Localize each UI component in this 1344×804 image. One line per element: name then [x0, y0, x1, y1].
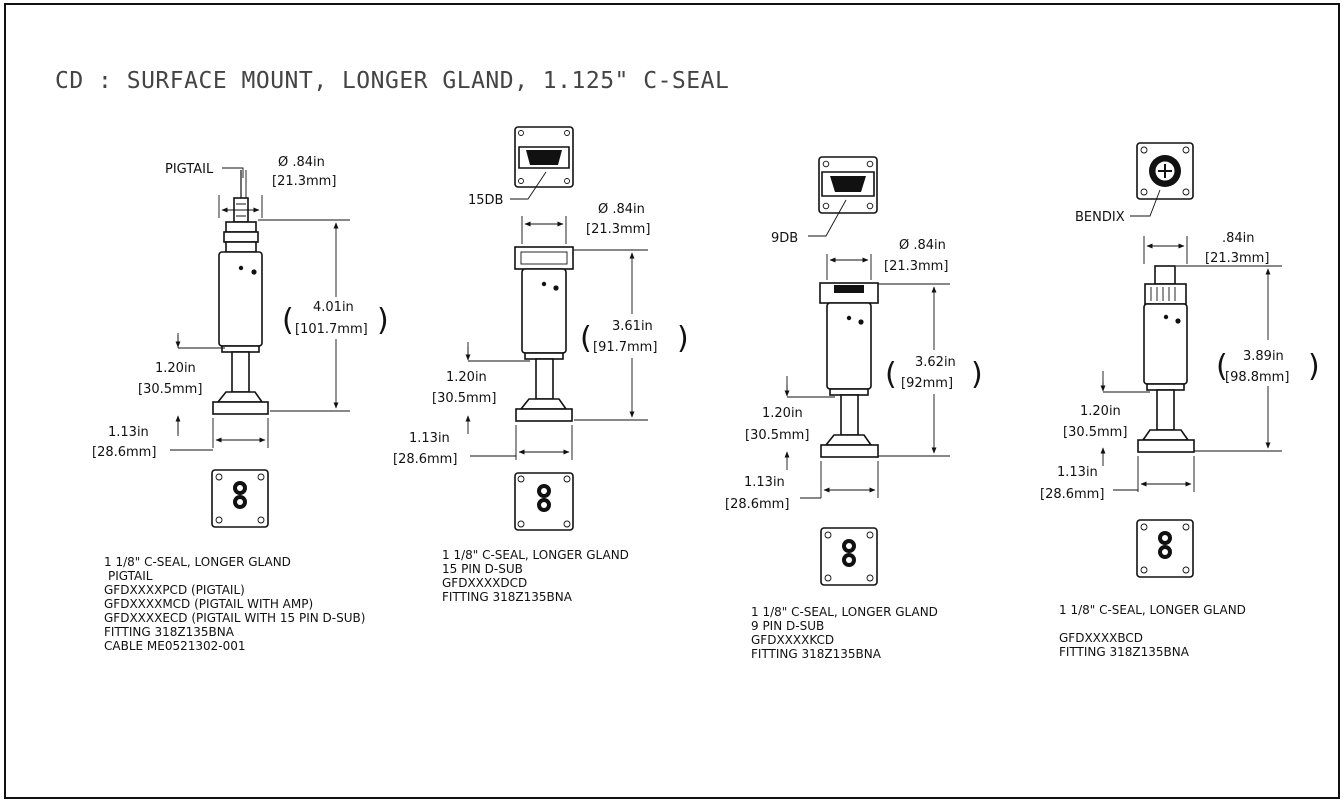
gland-label: 1.20in [1080, 404, 1121, 419]
base-mm-label: [28.6mm] [725, 497, 789, 512]
sheet-border [4, 3, 1340, 799]
base-label: 1.13in [409, 431, 450, 446]
height-label: 3.89in [1243, 349, 1284, 364]
caption-line: GFDXXXXECD (PIGTAIL WITH 15 PIN D-SUB) [104, 611, 365, 625]
diameter-label: Ø .84in [278, 155, 325, 170]
caption-line: PIGTAIL [108, 569, 153, 583]
height-label: 3.61in [612, 319, 653, 334]
diameter-mm-label: [21.3mm] [272, 174, 336, 189]
svg-text:): ) [677, 321, 689, 356]
connector-label: 9DB [771, 231, 798, 246]
connector-view-9db [818, 156, 878, 214]
gland [231, 351, 250, 393]
caption-line: FITTING 318Z135BNA [104, 625, 235, 639]
caption-line: CABLE ME0521302-001 [104, 639, 246, 653]
bottom-view [820, 527, 878, 586]
svg-text:(: ( [282, 303, 294, 338]
height-mm-label: [91.7mm] [593, 340, 657, 355]
caption-line: 15 PIN D-SUB [442, 562, 523, 576]
caption-line: 1 1/8" C-SEAL, LONGER GLAND [442, 548, 629, 562]
caption-line: GFDXXXXMCD (PIGTAIL WITH AMP) [104, 597, 313, 611]
svg-text:): ) [1308, 349, 1320, 384]
height-mm-label: [92mm] [901, 376, 953, 391]
caption-line: 1 1/8" C-SEAL, LONGER GLAND [104, 555, 291, 569]
caption: 1 1/8" C-SEAL, LONGER GLAND 9 PIN D-SUB … [751, 605, 938, 661]
svg-text:(: ( [580, 321, 592, 356]
base-plate [820, 444, 879, 458]
caption-line: GFDXXXXBCD [1059, 631, 1143, 645]
diameter-mm-label: [21.3mm] [1205, 251, 1269, 266]
bottom-view [1136, 519, 1194, 578]
caption-line: FITTING 318Z135BNA [442, 590, 573, 604]
connector-label: PIGTAIL [165, 162, 214, 177]
base-plate [515, 408, 573, 422]
gland [1156, 389, 1175, 431]
base-plate [212, 401, 269, 415]
caption: 1 1/8" C-SEAL, LONGER GLAND 15 PIN D-SUB… [442, 548, 629, 604]
base-label: 1.13in [1057, 465, 1098, 480]
gland-mm-label: [30.5mm] [745, 428, 809, 443]
gland [840, 394, 859, 436]
base-label: 1.13in [108, 425, 149, 440]
caption-line: GFDXXXXDCD [442, 576, 527, 590]
bottom-view [211, 469, 269, 528]
base-mm-label: [28.6mm] [1040, 487, 1104, 502]
svg-text:): ) [377, 303, 389, 338]
caption-line: 9 PIN D-SUB [751, 619, 824, 633]
connector-view-15db [514, 126, 574, 188]
caption: 1 1/8" C-SEAL, LONGER GLAND GFDXXXXBCD F… [1059, 603, 1246, 659]
sensor-15db: 15DB Ø .84in [21.3mm] ( ) 3.61in [91.7mm… [393, 126, 689, 604]
pigtail-leader [222, 167, 244, 178]
svg-text:): ) [971, 357, 983, 392]
page-title: CD : SURFACE MOUNT, LONGER GLAND, 1.125"… [55, 68, 729, 94]
connector-label: BENDIX [1075, 210, 1125, 225]
gland [535, 358, 554, 400]
height-label: 3.62in [915, 355, 956, 370]
caption-line: GFDXXXXKCD [751, 633, 834, 647]
caption-line: 1 1/8" C-SEAL, LONGER GLAND [1059, 603, 1246, 617]
svg-text:(: ( [885, 357, 897, 392]
gland-label: 1.20in [762, 406, 803, 421]
gland-mm-label: [30.5mm] [1063, 425, 1127, 440]
base-mm-label: [28.6mm] [393, 452, 457, 467]
base-mm-label: [28.6mm] [92, 445, 156, 460]
gland-label: 1.20in [155, 361, 196, 376]
sensor-bendix: BENDIX .84in [21.3mm] ( ) 3.89in [98.8mm… [1040, 142, 1320, 659]
diameter-label: .84in [1222, 231, 1255, 246]
diameter-label: Ø .84in [598, 202, 645, 217]
height-mm-label: [101.7mm] [295, 322, 368, 337]
height-mm-label: [98.8mm] [1225, 370, 1289, 385]
gland-mm-label: [30.5mm] [138, 382, 202, 397]
diameter-label: Ø .84in [899, 238, 946, 253]
caption-line: FITTING 318Z135BNA [751, 647, 882, 661]
caption-line: GFDXXXXPCD (PIGTAIL) [104, 583, 245, 597]
sensor-body [521, 268, 567, 354]
connector-view-bendix [1136, 142, 1194, 200]
diameter-mm-label: [21.3mm] [586, 222, 650, 237]
diameter-mm-label: [21.3mm] [884, 259, 948, 274]
gland-label: 1.20in [446, 370, 487, 385]
base-label: 1.13in [744, 475, 785, 490]
base-plate [1137, 439, 1195, 453]
caption: 1 1/8" C-SEAL, LONGER GLAND PIGTAIL GFDX… [104, 555, 365, 653]
caption-line: 1 1/8" C-SEAL, LONGER GLAND [751, 605, 938, 619]
connector-label: 15DB [468, 193, 503, 208]
sensor-pigtail: Ø .84in [21.3mm] PIGTAIL ( ) 4.01in [101… [92, 155, 389, 653]
caption-line: FITTING 318Z135BNA [1059, 645, 1190, 659]
svg-text:(: ( [1216, 349, 1228, 384]
sensor-9db: 9DB Ø .84in [21.3mm] ( ) 3.62in [92mm] 1… [725, 156, 983, 661]
height-label: 4.01in [313, 300, 354, 315]
bottom-view [514, 472, 574, 531]
gland-mm-label: [30.5mm] [432, 391, 496, 406]
